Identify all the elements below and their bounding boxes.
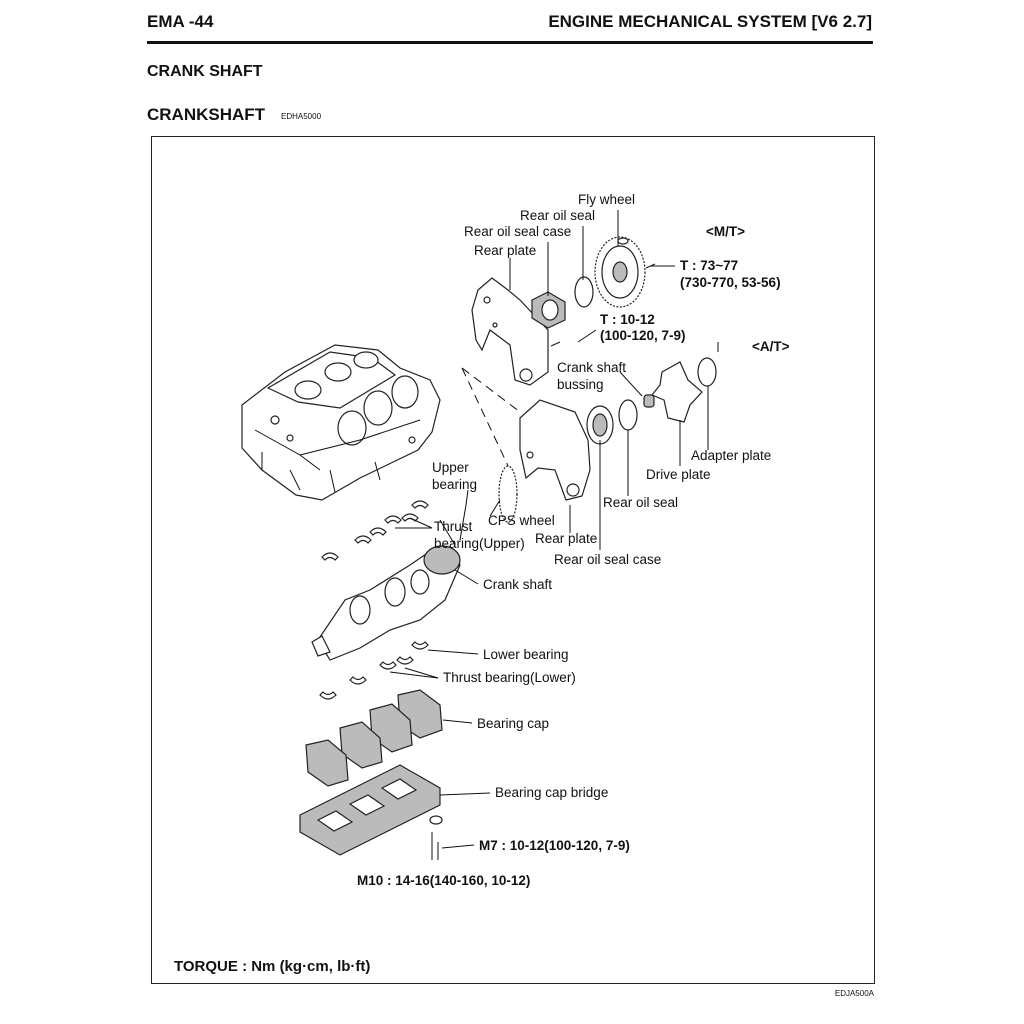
label-crank-shaft-bussing-1: Crank shaft	[557, 360, 626, 375]
lower-bearings-drawing	[319, 641, 429, 700]
figure-code: EDJA500A	[834, 989, 874, 998]
label-upper-bearing-1: Upper	[432, 460, 469, 475]
label-thrust-upper-1: Thrust	[434, 519, 473, 534]
page-reference: EMA -44	[147, 12, 214, 31]
bearing-caps-drawing	[305, 689, 443, 787]
rear-oil-seal-lower-drawing	[618, 399, 638, 431]
label-bearing-cap: Bearing cap	[477, 716, 549, 731]
section-subtitle-code: EDHA5000	[281, 112, 322, 121]
label-torque-rearplate-1: T : 10-12	[600, 312, 655, 327]
alignment-line-upper	[461, 367, 521, 413]
alignment-line-lower	[461, 367, 511, 471]
label-rear-oil-seal-case-bottom: Rear oil seal case	[554, 552, 661, 567]
label-thrust-lower: Thrust bearing(Lower)	[443, 670, 576, 685]
bearing-cap-bridge-drawing	[299, 764, 443, 856]
label-drive-plate: Drive plate	[646, 467, 711, 482]
section-header-title: ENGINE MECHANICAL SYSTEM [V6 2.7]	[548, 12, 872, 31]
figure-frame	[151, 136, 875, 984]
label-torque-m10: M10 : 14-16(140-160, 10-12)	[357, 873, 530, 888]
label-torque-rearplate-2: (100-120, 7-9)	[600, 328, 686, 343]
label-adapter-plate: Adapter plate	[691, 448, 771, 463]
label-rear-oil-seal-top: Rear oil seal	[520, 208, 595, 223]
drive-plate-drawing	[651, 361, 703, 423]
upper-bearings-drawing	[321, 500, 429, 561]
engine-block-drawing	[241, 344, 441, 501]
crankshaft-drawing	[311, 519, 461, 661]
label-rear-plate-bottom: Rear plate	[535, 531, 597, 546]
label-torque-m7: M7 : 10-12(100-120, 7-9)	[479, 838, 630, 853]
label-at: <A/T>	[752, 339, 790, 354]
label-rear-oil-seal-case-top: Rear oil seal case	[464, 224, 571, 239]
label-bearing-cap-bridge: Bearing cap bridge	[495, 785, 608, 800]
label-torque-flywheel-1: T : 73~77	[680, 258, 738, 273]
label-upper-bearing-2: bearing	[432, 477, 477, 492]
label-lower-bearing: Lower bearing	[483, 647, 569, 662]
cps-wheel-drawing	[498, 465, 518, 523]
header-divider	[147, 41, 873, 44]
label-cps-wheel: CPS wheel	[488, 513, 555, 528]
label-thrust-upper-2: bearing(Upper)	[434, 536, 525, 551]
label-fly-wheel: Fly wheel	[578, 192, 635, 207]
leader-lines	[389, 210, 709, 849]
label-crank-shaft-bussing-2: bussing	[557, 377, 604, 392]
rear-oil-seal-upper-drawing	[574, 276, 594, 308]
torque-units-note: TORQUE : Nm (kg·cm, lb·ft)	[174, 958, 371, 975]
bolt-rear-plate	[550, 341, 561, 347]
label-rear-oil-seal-bottom: Rear oil seal	[603, 495, 678, 510]
label-crank-shaft: Crank shaft	[483, 577, 552, 592]
rear-plate-lower-drawing	[519, 399, 614, 501]
flywheel-drawing	[594, 236, 646, 308]
label-rear-plate-top: Rear plate	[474, 243, 536, 258]
crank-shaft-bussing-drawing	[643, 394, 655, 408]
section-title: CRANK SHAFT	[147, 63, 263, 80]
label-torque-flywheel-2: (730-770, 53-56)	[680, 275, 781, 290]
rear-plate-upper-drawing	[471, 277, 566, 386]
section-subtitle: CRANKSHAFT	[147, 105, 266, 124]
label-mt: <M/T>	[706, 224, 745, 239]
adapter-plate-drawing	[697, 357, 717, 387]
